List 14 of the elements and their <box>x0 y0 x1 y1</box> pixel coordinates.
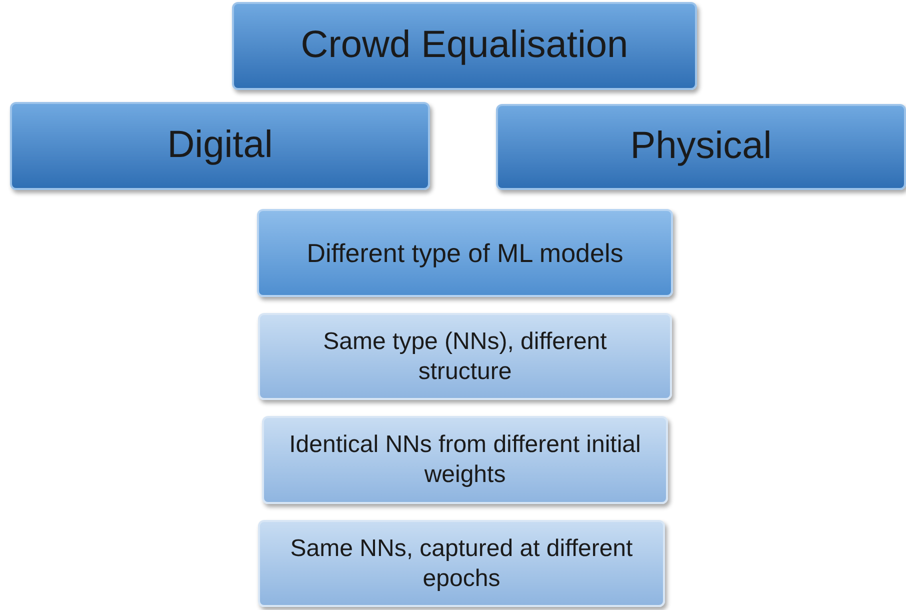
box-label: Digital <box>167 123 273 168</box>
process-box <box>258 520 665 607</box>
box-label: Same type (NNs), different structure <box>322 326 608 386</box>
process-box <box>10 102 430 190</box>
process-box <box>258 313 672 400</box>
process-box <box>257 209 673 297</box>
box-label: Same NNs, captured at different epochs <box>289 534 634 594</box>
process-box <box>232 2 697 90</box>
process-box <box>262 416 668 504</box>
box-label: Different type of ML models <box>306 236 624 270</box>
box-label: Physical <box>630 124 772 170</box>
process-box <box>496 104 906 190</box>
box-label: Crowd Equalisation <box>300 23 628 68</box>
box-label: Identical NNs from different initial weights <box>288 430 642 490</box>
